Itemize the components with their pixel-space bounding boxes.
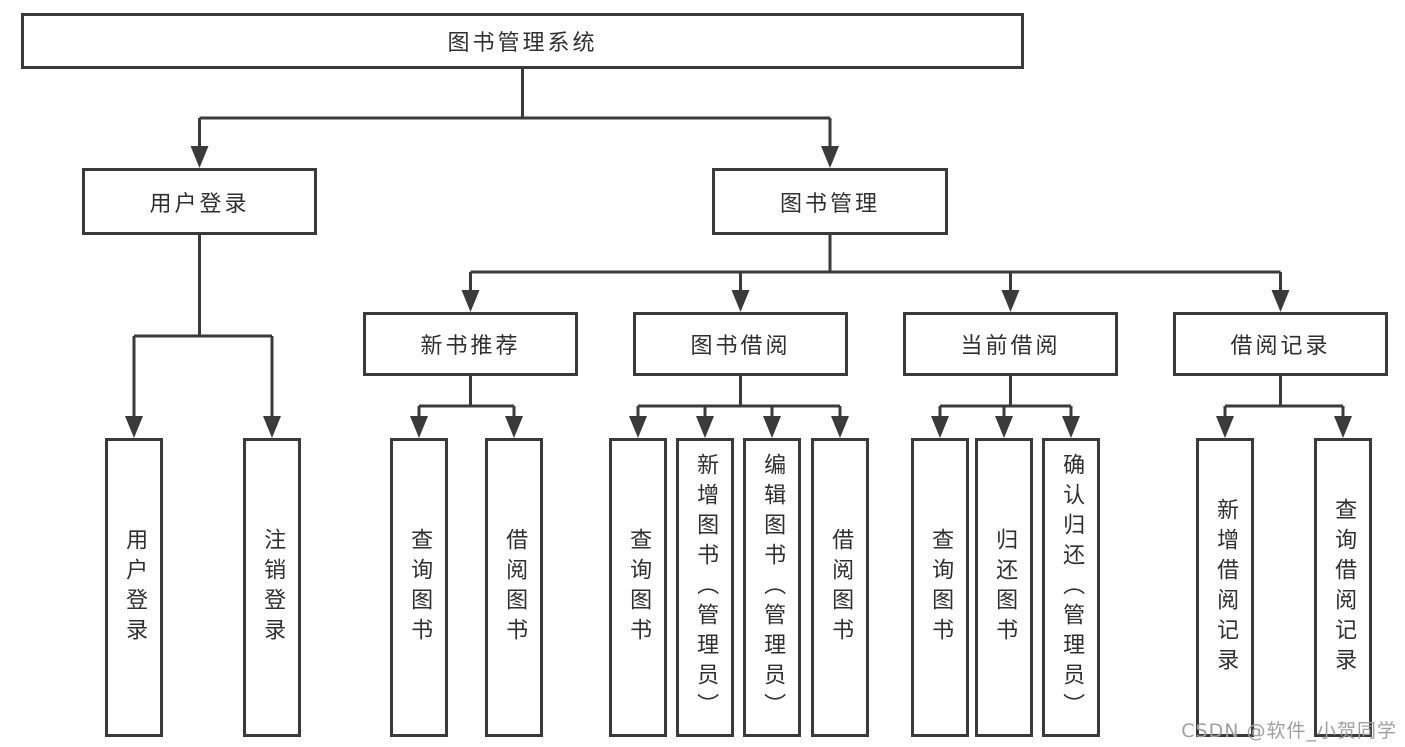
node-label: 借阅图书 (502, 527, 528, 648)
node-book-borrowing: 图书借阅 (633, 312, 848, 376)
leaf-add-books-admin: 新增图书（管理员） (676, 438, 734, 737)
node-current-borrowing: 当前借阅 (903, 312, 1118, 376)
node-library-management-system: 图书管理系统 (21, 13, 1024, 69)
leaf-add-borrow-record: 新增借阅记录 (1196, 438, 1254, 737)
connector-root-to-level2 (190, 69, 839, 168)
node-label: 新书推荐 (420, 334, 521, 359)
leaf-query-books-new: 查询图书 (390, 438, 448, 737)
node-label: 查询图书 (928, 527, 954, 648)
node-label: 借阅图书 (828, 527, 854, 648)
leaf-borrow-books: 借阅图书 (811, 438, 869, 737)
node-label: 查询图书 (407, 527, 433, 648)
connector-current-to-leaves (931, 376, 1080, 438)
leaf-query-books-borrow: 查询图书 (609, 438, 667, 737)
node-borrowing-records: 借阅记录 (1173, 312, 1388, 376)
node-book-management-module: 图书管理 (712, 168, 948, 235)
connector-user-login-to-leaves (125, 235, 281, 438)
node-label: 归还图书 (992, 527, 1018, 648)
node-label: 查询借阅记录 (1331, 497, 1357, 678)
node-label: 查询图书 (626, 527, 652, 648)
node-label: 图书借阅 (690, 334, 791, 359)
csdn-watermark: CSDN @软件_小贺同学 (1181, 720, 1397, 742)
connector-new-books-to-leaves (410, 376, 523, 438)
node-label: 当前借阅 (960, 334, 1061, 359)
node-label: 图书管理 (779, 191, 880, 217)
node-label: 新增借阅记录 (1213, 497, 1239, 678)
node-label: 用户登录 (122, 527, 148, 648)
node-label: 借阅记录 (1230, 334, 1331, 359)
node-new-book-recommendation: 新书推荐 (363, 312, 578, 376)
leaf-edit-books-admin: 编辑图书（管理员） (743, 438, 801, 737)
node-label: 确认归还（管理员） (1059, 452, 1085, 723)
node-label: 新增图书（管理员） (693, 452, 719, 723)
connector-records-to-leaves (1216, 376, 1352, 438)
leaf-query-borrow-record: 查询借阅记录 (1314, 438, 1372, 737)
leaf-borrow-books-new: 借阅图书 (485, 438, 543, 737)
node-label: 注销登录 (260, 527, 286, 648)
node-label: 编辑图书（管理员） (760, 452, 786, 723)
leaf-logout: 注销登录 (243, 438, 301, 737)
leaf-query-books-current: 查询图书 (911, 438, 969, 737)
leaf-user-login: 用户登录 (105, 438, 163, 737)
connector-book-borrow-to-leaves (629, 376, 849, 438)
connector-book-mgmt-to-level3 (461, 235, 1290, 312)
leaf-return-books: 归还图书 (975, 438, 1033, 737)
node-label: 图书管理系统 (447, 31, 598, 56)
node-label: 用户登录 (149, 191, 250, 217)
leaf-confirm-return-admin: 确认归还（管理员） (1042, 438, 1100, 737)
node-user-login-module: 用户登录 (82, 168, 317, 235)
